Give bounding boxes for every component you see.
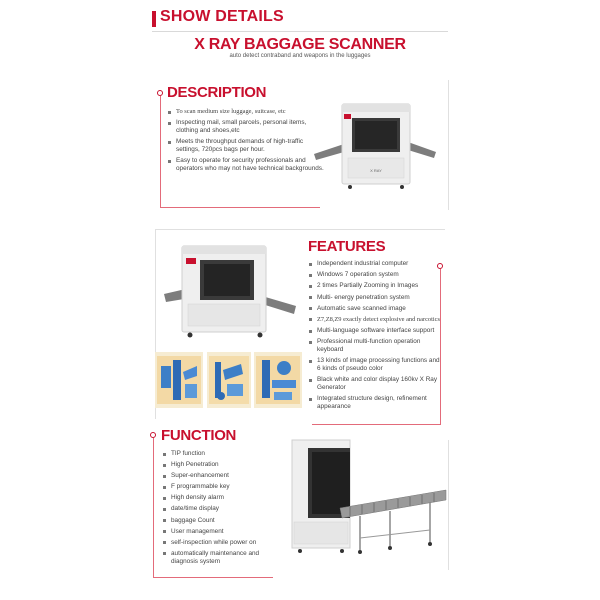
function-frame-right <box>448 440 449 570</box>
list-item: Easy to operate for security professiona… <box>167 157 327 173</box>
scanner-image-front: X RAY <box>312 96 442 196</box>
features-frame-bottom <box>312 424 441 425</box>
scanner-image-side <box>160 240 300 342</box>
list-item: 13 kinds of image processing functions a… <box>308 357 444 373</box>
product-subtitle: auto detect contraband and weapons in th… <box>229 53 371 59</box>
list-item: Windows 7 operation system <box>308 271 444 279</box>
list-item: Professional multi-function operation ke… <box>308 338 444 354</box>
list-item: Super-enhancement <box>162 472 282 480</box>
header-divider <box>152 31 448 32</box>
list-item: Z7,Z8,Z9 exactly detect explosive and na… <box>308 316 444 324</box>
list-item: To scan medium size luggage, suitcase, e… <box>167 108 327 116</box>
list-item: High density alarm <box>162 494 282 502</box>
description-bullet-icon <box>157 90 163 96</box>
description-heading: DESCRIPTION <box>167 84 267 101</box>
function-heading: FUNCTION <box>161 427 237 444</box>
header-accent-bar <box>152 11 156 27</box>
list-item: Integrated structure design, refinement … <box>308 395 444 411</box>
features-heading: FEATURES <box>308 238 386 255</box>
description-frame-right <box>448 80 449 210</box>
list-item: High Penetration <box>162 461 282 469</box>
list-item: automatically maintenance and diagnosis … <box>162 550 282 566</box>
list-item: Inspecting mail, small parcels, personal… <box>167 119 327 135</box>
list-item: User management <box>162 528 282 536</box>
function-bullet-icon <box>150 432 156 438</box>
scanner-image-conveyor <box>290 438 448 556</box>
product-title: X RAY BAGGAGE SCANNER <box>194 36 406 53</box>
description-frame-left <box>160 96 161 208</box>
list-item: date/time display <box>162 505 282 513</box>
function-frame-left <box>153 438 154 578</box>
list-item: self-inspection while power on <box>162 539 282 547</box>
xray-sample-image-1 <box>155 352 203 408</box>
xray-sample-image-2 <box>207 352 251 408</box>
list-item: Multi-language software interface suppor… <box>308 327 444 335</box>
list-item: 2 times Partially Zooming in Images <box>308 282 444 290</box>
page-title: SHOW DETAILS <box>160 8 284 25</box>
features-list: Independent industrial computer Windows … <box>308 260 444 414</box>
description-list: To scan medium size luggage, suitcase, e… <box>167 108 327 176</box>
features-frame-right <box>440 269 441 424</box>
list-item: Black white and color display 160kv X Ra… <box>308 376 444 392</box>
list-item: Meets the throughput demands of high-tra… <box>167 138 327 154</box>
list-item: baggage Count <box>162 517 282 525</box>
features-bullet-icon <box>437 263 443 269</box>
xray-sample-image-3 <box>254 352 302 408</box>
function-frame-bottom <box>153 577 273 578</box>
list-item: Automatic save scanned image <box>308 305 444 313</box>
list-item: Independent industrial computer <box>308 260 444 268</box>
list-item: F programmable key <box>162 483 282 491</box>
description-frame-bottom <box>160 207 320 208</box>
features-frame-left <box>155 229 156 419</box>
features-frame-top <box>155 229 445 230</box>
function-list: TIP function High Penetration Super-enha… <box>162 450 282 569</box>
machine-label: X RAY <box>370 168 382 173</box>
list-item: Multi- energy penetration system <box>308 294 444 302</box>
list-item: TIP function <box>162 450 282 458</box>
